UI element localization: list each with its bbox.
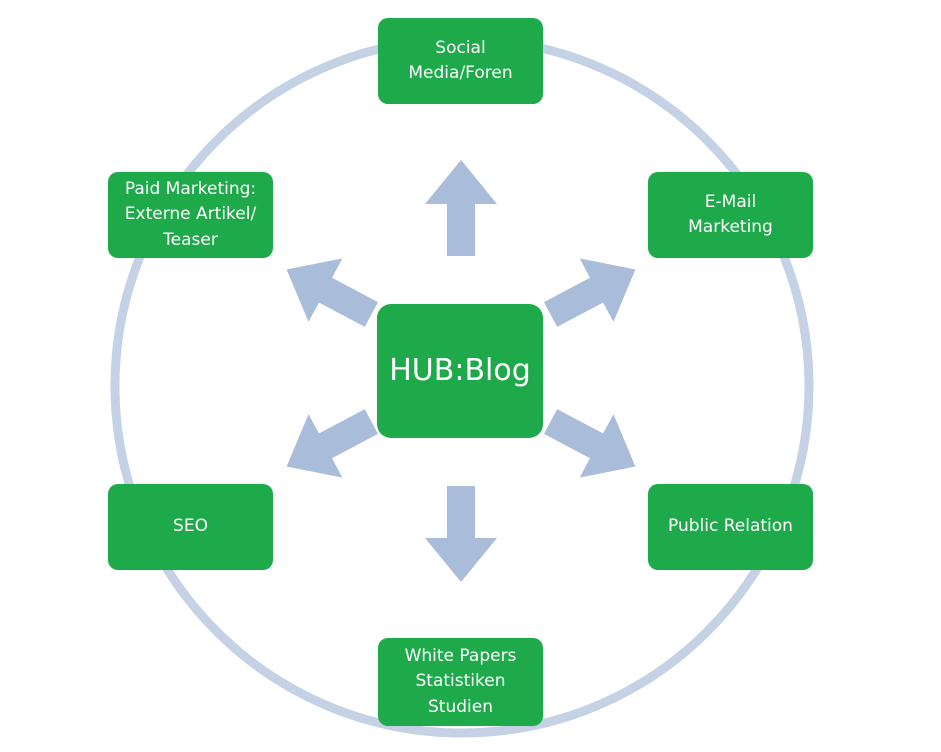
arrow-group — [286, 160, 636, 582]
arrow-to-paid-marketing — [286, 258, 378, 327]
node-label: SEO — [173, 516, 208, 537]
arrow-to-email-marketing — [544, 258, 636, 327]
node-label: Social Media/Foren — [408, 37, 513, 84]
hub-blog-node: HUB:Blog — [377, 304, 543, 438]
node-label: E-Mail Marketing — [688, 191, 773, 238]
arrow-to-social-media — [425, 160, 497, 256]
arrow-to-white-papers — [425, 486, 497, 582]
node-label: White Papers Statistiken Studien — [404, 645, 517, 717]
node-social-media: Social Media/Foren — [378, 18, 543, 104]
node-white-papers: White Papers Statistiken Studien — [378, 638, 543, 726]
hub-label: HUB:Blog — [389, 353, 531, 388]
node-email-marketing: E-Mail Marketing — [648, 172, 813, 258]
node-label: Paid Marketing: Externe Artikel/ Teaser — [124, 178, 257, 250]
node-seo: SEO — [108, 484, 273, 570]
node-paid-marketing: Paid Marketing: Externe Artikel/ Teaser — [108, 172, 273, 258]
node-label: Public Relation — [668, 516, 793, 537]
node-public-relation: Public Relation — [648, 484, 813, 570]
arrow-to-seo — [286, 409, 378, 478]
arrow-to-public-relation — [544, 409, 636, 478]
